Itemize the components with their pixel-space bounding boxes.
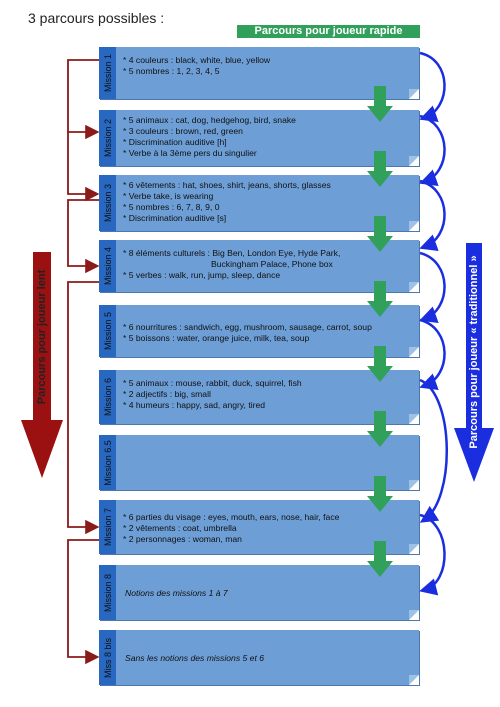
mission-line: * 5 animaux : cat, dog, hedgehog, bird, … [123,115,296,125]
page-fold [409,156,419,166]
slow-path-label: Parcours pour joueur lent [36,269,48,405]
page-fold [409,544,419,554]
mission-line: * 6 nourritures : sandwich, egg, mushroo… [123,322,372,332]
mission-line: Buckingham Palace, Phone box [211,259,333,269]
mission-tab: Mission 4 [99,240,116,292]
mission-8-bis: Miss 8 bis Sans les notions des missions… [99,630,419,685]
page-fold [409,282,419,292]
green-arrow [367,281,393,317]
mission-line: * 4 couleurs : black, white, blue, yello… [123,55,271,65]
mission-line: * Verbe à la 3ème pers du singulier [123,148,257,158]
mission-line: * 2 vêtements : coat, umbrella [123,523,237,533]
mission-4: Mission 4 * 8 éléments culturels : Big B… [99,240,419,292]
mission-line: * Verbe take, is wearing [123,191,214,201]
page-fold [409,675,419,685]
rapid-path-arrows [367,86,393,577]
mission-6-5: Mission 6.5 [99,435,419,490]
slow-path-connectors [67,59,100,665]
green-arrow [367,86,393,122]
page-title: 3 parcours possibles : [28,10,165,26]
mission-tab: Mission 5 [99,305,116,357]
mission-line: * 6 vêtements : hat, shoes, shirt, jeans… [123,180,331,190]
mission-tab: Mission 7 [99,500,116,554]
mission-line: * 6 parties du visage : eyes, mouth, ear… [123,512,340,522]
slow-path-arrow [21,252,63,478]
mission-line: * 5 animaux : mouse, rabbit, duck, squir… [123,378,302,388]
mission-line: * 5 verbes : walk, run, jump, sleep, dan… [123,270,281,280]
green-arrow [367,151,393,187]
traditional-path-label: Parcours pour joueur « traditionnel » [468,255,480,449]
mission-line: * 3 couleurs : brown, red, green [123,126,243,136]
mission-line: * 5 nombres : 6, 7, 8, 9, 0 [123,202,220,212]
mission-tab: Mission 1 [99,47,116,99]
page-fold [409,347,419,357]
mission-tab: Miss 8 bis [99,630,116,685]
mission-line: * 2 adjectifs : big, small [123,389,211,399]
mission-line: * 5 boissons : water, orange juice, milk… [123,333,310,343]
mission-tab: Mission 6 [99,370,116,424]
traditional-path-curves [419,51,448,596]
mission-note: Sans les notions des missions 5 et 6 [125,652,265,663]
green-arrow [367,216,393,252]
mission-line: * 5 nombres : 1, 2, 3, 4, 5 [123,66,220,76]
mission-7: Mission 7 * 6 parties du visage : eyes, … [99,500,419,554]
page-fold [409,414,419,424]
green-arrow [367,346,393,382]
mission-note: Notions des missions 1 à 7 [125,587,228,598]
page-fold [409,89,419,99]
mission-tab: Mission 2 [99,110,116,166]
mission-line: * 2 personnages : woman, man [123,534,242,544]
mission-3: Mission 3 * 6 vêtements : hat, shoes, sh… [99,175,419,231]
page-fold [409,480,419,490]
rapid-path-label: Parcours pour joueur rapide [237,25,420,38]
green-arrow [367,411,393,447]
mission-5: Mission 5 * 6 nourritures : sandwich, eg… [99,305,419,357]
mission-2: Mission 2 * 5 animaux : cat, dog, hedgeh… [99,110,419,166]
traditional-path-arrow [454,243,494,482]
green-arrow [367,541,393,577]
mission-1: Mission 1 * 4 couleurs : black, white, b… [99,47,419,99]
mission-line: * 8 éléments culturels : Big Ben, London… [123,248,341,258]
mission-line: * 4 humeurs : happy, sad, angry, tired [123,400,266,410]
mission-6: Mission 6 * 5 animaux : mouse, rabbit, d… [99,370,419,424]
page-fold [409,610,419,620]
mission-tab: Mission 6.5 [99,435,116,490]
mission-tab: Mission 8 [99,565,116,620]
green-arrow [367,476,393,512]
mission-line: * Discrimination auditive [s] [123,213,227,223]
mission-line: * Discrimination auditive [h] [123,137,227,147]
mission-tab: Mission 3 [99,175,116,231]
page-fold [409,221,419,231]
mission-8: Mission 8 Notions des missions 1 à 7 [99,565,419,620]
